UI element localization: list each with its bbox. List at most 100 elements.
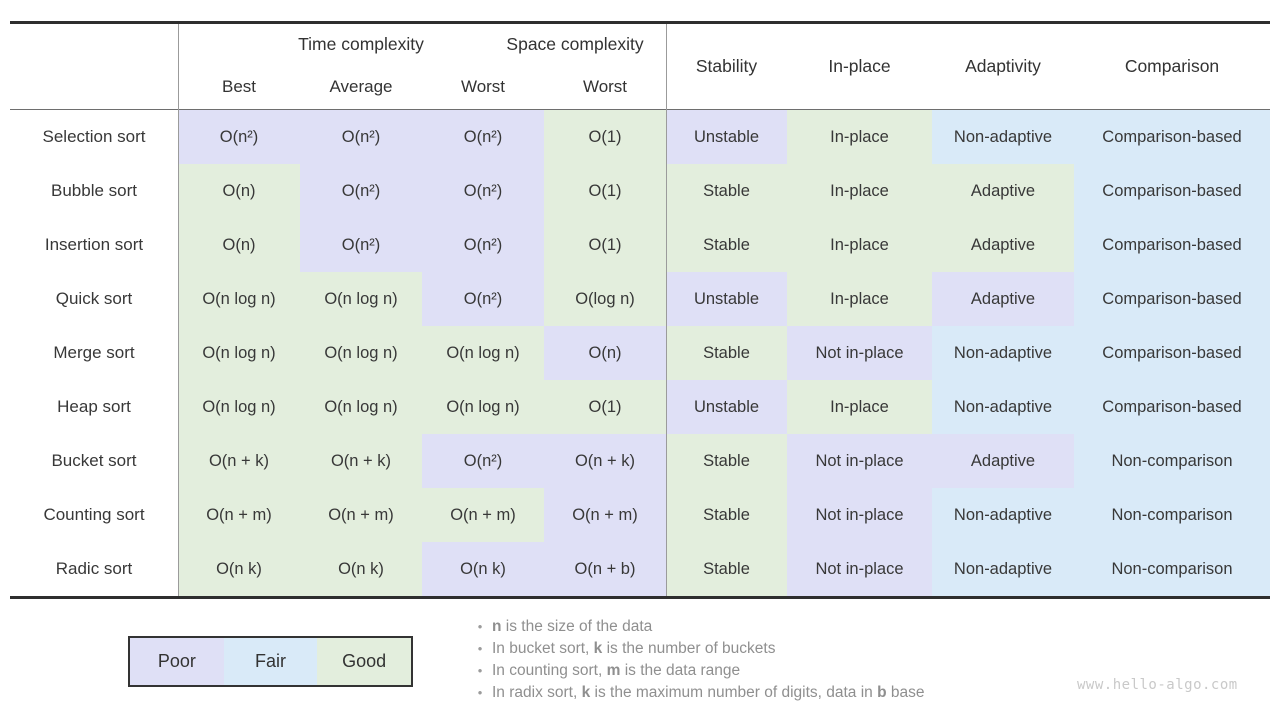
table-cell: O(n)	[544, 326, 666, 380]
bullet-icon: •	[477, 685, 483, 700]
header-spacer	[10, 24, 178, 109]
bullet-icon: •	[477, 663, 483, 678]
table-cell: Non-comparison	[1074, 542, 1270, 596]
header-worst-time: Worst	[460, 76, 506, 96]
table-cell: Comparison-based	[1074, 164, 1270, 218]
table-cell: O(n²)	[422, 218, 544, 272]
table-cell: Comparison-based	[1074, 272, 1270, 326]
row-label: Insertion sort	[10, 218, 178, 272]
table-cell: O(1)	[544, 380, 666, 434]
table-cell: In-place	[787, 218, 932, 272]
table-cell: O(n log n)	[422, 380, 544, 434]
header-space-complexity: Space complexity	[506, 33, 644, 54]
table-cell: O(n + k)	[544, 434, 666, 488]
table-cell: Non-adaptive	[932, 326, 1074, 380]
table-cell: Non-adaptive	[932, 488, 1074, 542]
table-cell: O(n²)	[422, 272, 544, 326]
table-cell: O(n log n)	[178, 380, 300, 434]
row-label: Merge sort	[10, 326, 178, 380]
table-cell: Comparison-based	[1074, 110, 1270, 164]
row-label: Counting sort	[10, 488, 178, 542]
row-label: Quick sort	[10, 272, 178, 326]
table-cell: In-place	[787, 272, 932, 326]
table-cell: Stable	[666, 434, 787, 488]
table-cell: O(n log n)	[422, 326, 544, 380]
table-cell: O(1)	[544, 218, 666, 272]
table-cell: O(1)	[544, 110, 666, 164]
note-item: •In radix sort, k is the maximum number …	[468, 682, 925, 704]
table-cell: O(n log n)	[300, 326, 422, 380]
table-cell: Stable	[666, 326, 787, 380]
table-cell: Comparison-based	[1074, 218, 1270, 272]
header-divider-line	[10, 109, 1270, 110]
table-cell: Adaptive	[932, 434, 1074, 488]
table-cell: O(n)	[178, 218, 300, 272]
table-cell: O(n k)	[422, 542, 544, 596]
header-comparison: Comparison	[1124, 56, 1220, 76]
grade-legend: Poor Fair Good	[128, 636, 413, 687]
table-cell: O(n + b)	[544, 542, 666, 596]
table-cell: O(n + m)	[300, 488, 422, 542]
table-cell: O(n log n)	[178, 326, 300, 380]
table-cell: O(n²)	[178, 110, 300, 164]
table-cell: Unstable	[666, 110, 787, 164]
table-cell: Non-comparison	[1074, 488, 1270, 542]
table-cell: Stable	[666, 218, 787, 272]
table-cell: Unstable	[666, 380, 787, 434]
table-cell: Non-comparison	[1074, 434, 1270, 488]
table-cell: Stable	[666, 542, 787, 596]
row-label: Radic sort	[10, 542, 178, 596]
header-stability: Stability	[695, 56, 758, 76]
table-cell: O(n²)	[300, 110, 422, 164]
table-top-rule	[10, 21, 1270, 24]
watermark-url: www.hello-algo.com	[1077, 677, 1238, 693]
legend-item-poor: Poor	[130, 638, 224, 685]
legend-item-good: Good	[317, 638, 412, 685]
table-cell: O(n + m)	[422, 488, 544, 542]
table-cell: O(n log n)	[300, 380, 422, 434]
header-adaptivity: Adaptivity	[965, 56, 1041, 76]
table-cell: Unstable	[666, 272, 787, 326]
table-cell: Not in-place	[787, 488, 932, 542]
legend-item-fair: Fair	[223, 638, 318, 685]
notes-list: •n is the size of the data•In bucket sor…	[468, 616, 925, 704]
table-cell: O(1)	[544, 164, 666, 218]
table-cell: Comparison-based	[1074, 380, 1270, 434]
note-text: n is the size of the data	[492, 618, 653, 635]
table-cell: O(n log n)	[178, 272, 300, 326]
table-cell: Adaptive	[932, 164, 1074, 218]
note-item: •n is the size of the data	[468, 616, 924, 638]
header-time-complexity: Time complexity	[298, 33, 424, 54]
table-bottom-rule	[10, 596, 1270, 599]
header-worst-space: Worst	[582, 76, 628, 96]
note-text: In counting sort, m is the data range	[492, 662, 741, 679]
table-cell: O(log n)	[544, 272, 666, 326]
header-in-place: In-place	[828, 56, 891, 76]
table-cell: Stable	[666, 488, 787, 542]
table-cell: O(n k)	[178, 542, 300, 596]
table-cell: Non-adaptive	[932, 542, 1074, 596]
table-cell: Adaptive	[932, 218, 1074, 272]
table-cell: O(n + k)	[300, 434, 422, 488]
table-cell: Non-adaptive	[932, 110, 1074, 164]
table-cell: O(n)	[178, 164, 300, 218]
table-cell: In-place	[787, 380, 932, 434]
row-label: Bucket sort	[10, 434, 178, 488]
table-cell: Stable	[666, 164, 787, 218]
row-label: Bubble sort	[10, 164, 178, 218]
table-cell: In-place	[787, 110, 932, 164]
table-cell: O(n + k)	[178, 434, 300, 488]
header-best: Best	[221, 76, 257, 96]
table-cell: O(n²)	[422, 434, 544, 488]
note-text: In bucket sort, k is the number of bucke…	[492, 640, 776, 657]
table-cell: Comparison-based	[1074, 326, 1270, 380]
table-header: Time complexity Space complexity Best Av…	[10, 24, 1270, 109]
table-cell: O(n²)	[300, 218, 422, 272]
